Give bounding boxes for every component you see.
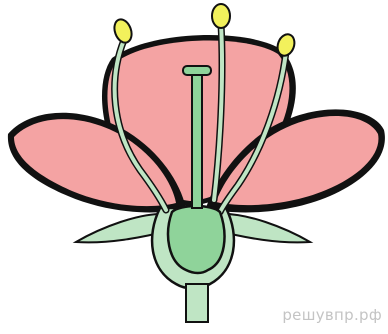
site-watermark: решувпр.рф: [282, 306, 382, 324]
anther-center: [212, 4, 230, 28]
pistil-style: [192, 74, 202, 208]
pedicel: [186, 284, 208, 322]
pistil-stigma: [183, 66, 211, 75]
anther-left: [111, 17, 134, 45]
